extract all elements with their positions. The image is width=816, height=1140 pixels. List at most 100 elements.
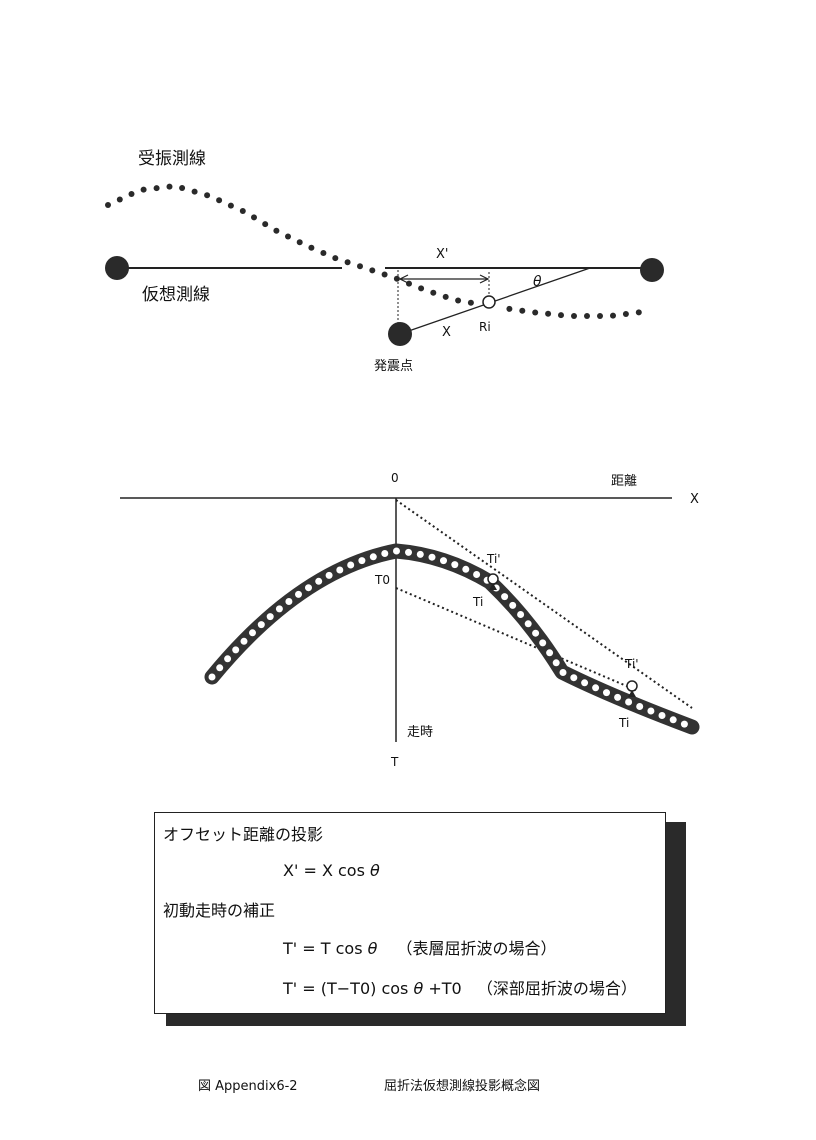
curve-hole (440, 557, 447, 565)
formula-deep-rhs: +T0 (428, 979, 462, 998)
receiver-line-dots (105, 183, 642, 319)
ti-prime-marker-1 (487, 573, 499, 585)
curve-hole (614, 693, 622, 701)
curve-hole (552, 659, 560, 667)
curve-hole (224, 655, 232, 663)
formula-deep-note: （深部屈折波の場合） (476, 979, 637, 998)
curve-hole (336, 566, 344, 574)
curve-hole (232, 646, 240, 654)
heading-offset: オフセット距離の投影 (163, 825, 324, 844)
ti-marker-1 (489, 583, 497, 590)
heading-correction: 初動走時の補正 (163, 901, 276, 920)
curve-hole (275, 605, 283, 613)
curve-hole (285, 598, 293, 605)
receiver-dot (273, 227, 280, 234)
formula-offset-theta: θ (370, 861, 380, 880)
receiver-dot (179, 185, 186, 191)
receiver-line-label: 受振測線 (138, 149, 206, 169)
receiver-dot (532, 309, 539, 316)
receiver-dot (128, 191, 135, 197)
curve-hole (658, 712, 666, 719)
receiver-dot (369, 267, 376, 274)
formula-deep: T' = (T−T0) cos θ +T0 （深部屈折波の場合） (283, 975, 637, 999)
curve-hole (559, 669, 567, 676)
virtual-line-endpoint-right (640, 258, 664, 282)
receiver-dot (320, 250, 327, 256)
formula-offset: X' = X cos θ (283, 861, 380, 880)
curve-hole (208, 673, 216, 681)
ti-label-1: Ti (472, 595, 483, 609)
receiver-dot (571, 313, 577, 319)
formula-surface-note: （表層屈折波の場合） (396, 939, 557, 958)
receiver-dot (344, 259, 351, 266)
curve-hole (405, 548, 412, 556)
curve-hole (358, 557, 366, 565)
curve-hole (381, 550, 389, 557)
figure-title: 屈折法仮想測線投影概念図 (384, 1079, 541, 1094)
formula-deep-lhs: T' = (T−T0) cos (283, 979, 409, 998)
curve-hole (451, 561, 459, 569)
ti-prime-label-2: Ti' (624, 657, 639, 671)
receiver-ri-label: Ri (479, 320, 491, 334)
receiver-dot (622, 311, 629, 317)
curve-hole (680, 720, 688, 728)
receiver-dot (166, 183, 173, 190)
projection-plan-diagram: 受振測線 仮想測線 発震点 X' θ X Ri (105, 149, 664, 374)
x-prime-arrow-head-right (479, 274, 490, 284)
receiver-dot (227, 202, 234, 209)
receiver-dot (506, 305, 513, 312)
receiver-dot (239, 208, 246, 214)
curve-hole (249, 629, 256, 637)
receiver-dot (296, 239, 303, 246)
curve-hole (539, 639, 547, 647)
receiver-dot (332, 255, 339, 262)
deep-correction-line (395, 587, 637, 691)
t-axis-label: T (390, 755, 399, 769)
curve-hole (517, 611, 525, 618)
receiver-dot (153, 185, 160, 192)
receiver-dot (455, 297, 462, 304)
receiver-dot (467, 299, 474, 306)
curve-hole (393, 547, 400, 555)
curve-hole (416, 550, 424, 558)
curve-hole (240, 637, 248, 645)
shot-point-label: 発震点 (374, 359, 413, 374)
curve-hole (369, 553, 377, 561)
formula-surface-theta: θ (367, 939, 378, 958)
curve-hole (524, 620, 532, 628)
receiver-dot (558, 312, 564, 319)
virtual-line-endpoint-left (105, 256, 129, 280)
origin-label: 0 (391, 471, 399, 485)
receiver-dot (393, 275, 400, 282)
receiver-dot (635, 309, 642, 316)
receiver-dot (597, 313, 603, 319)
t0-label: T0 (374, 573, 390, 587)
curve-hole (570, 674, 578, 682)
receiver-dot (262, 221, 269, 228)
curve-hole (473, 571, 481, 578)
receiver-dot (545, 310, 552, 317)
receiver-dot (381, 271, 388, 278)
curve-hole (501, 593, 509, 601)
ti-prime-label-1: Ti' (486, 552, 501, 566)
receiver-dot (216, 197, 223, 204)
formula-offset-lhs: X' = X cos (283, 861, 365, 880)
receiver-dot (251, 214, 257, 221)
curve-hole (216, 664, 224, 672)
formula-box: オフセット距離の投影 X' = X cos θ 初動走時の補正 T' = T c… (154, 812, 666, 1014)
curve-hole (428, 553, 436, 561)
x-label: X (442, 325, 451, 340)
receiver-dot (285, 233, 291, 240)
receiver-dot (357, 263, 363, 270)
receiver-dot (116, 196, 123, 203)
curve-hole (257, 621, 265, 629)
curve-hole (325, 571, 333, 579)
formula-deep-theta: θ (413, 979, 424, 998)
receiver-dot (418, 285, 425, 292)
curve-hole (305, 584, 312, 592)
curve-hole (581, 679, 589, 687)
curve-hole (625, 698, 633, 706)
surface-correction-line (395, 499, 693, 709)
receiver-dot (191, 188, 198, 195)
x-prime-arrow-head-left (398, 274, 409, 284)
